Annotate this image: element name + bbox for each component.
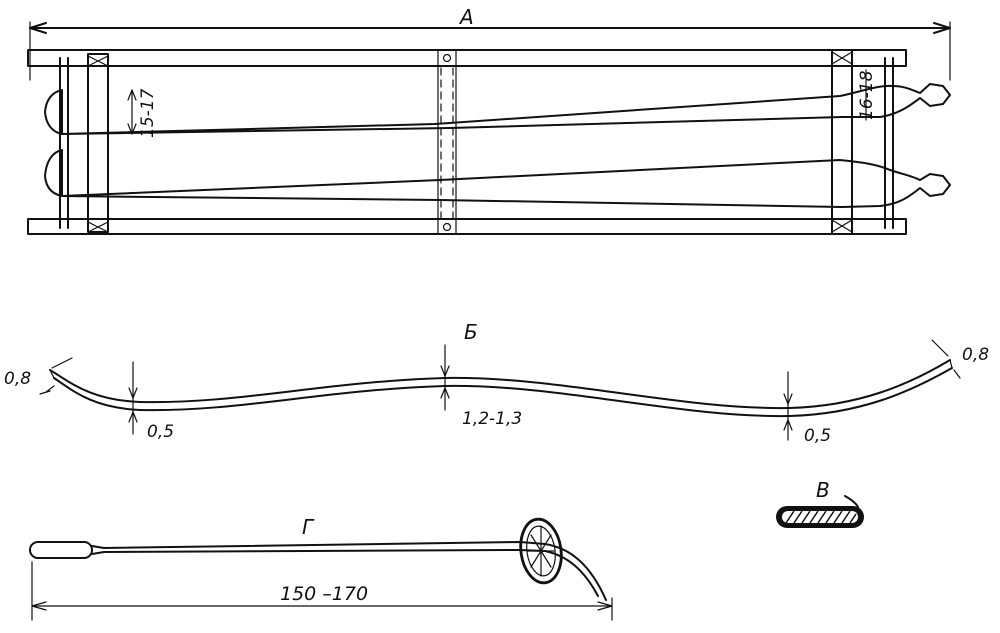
view-v-cross-section: В: [776, 478, 864, 528]
bottom-rail: [27, 218, 907, 235]
view-g-ski-pole: Г 150 –170: [29, 515, 613, 621]
view-v-label: В: [816, 478, 830, 502]
top-rail: [27, 49, 907, 67]
pole-tip: [544, 543, 607, 601]
mid-right-label: 0,5: [804, 426, 831, 446]
mid-left-label: 0,5: [147, 422, 174, 442]
center-thickness-label: 1,2-1,3: [462, 409, 522, 429]
tip-left-label: 0,8: [4, 369, 31, 389]
ski-gap-label: 15-17: [138, 88, 158, 138]
view-b-ski-profile: Б 0,8 0,5 1,2-1,3 0,5 0,8: [4, 320, 989, 446]
view-b-label: Б: [464, 320, 478, 344]
view-a-ski-press: A 15-17 16-18: [27, 5, 951, 235]
view-a-label: A: [458, 5, 474, 29]
right-clamp: [831, 49, 853, 235]
ski-profile: [49, 359, 951, 410]
center-spacer: [437, 49, 457, 235]
view-g-label: Г: [302, 515, 315, 539]
pole-shaft: [91, 541, 546, 555]
ski-lower: [44, 149, 951, 208]
ski-upper: [44, 83, 951, 135]
left-clamp: [87, 53, 109, 233]
pole-length-label: 150 –170: [280, 583, 368, 605]
tip-right-label: 0,8: [962, 345, 989, 365]
tail-gap-label: 16-18: [857, 70, 877, 120]
pole-grip: [29, 541, 93, 559]
